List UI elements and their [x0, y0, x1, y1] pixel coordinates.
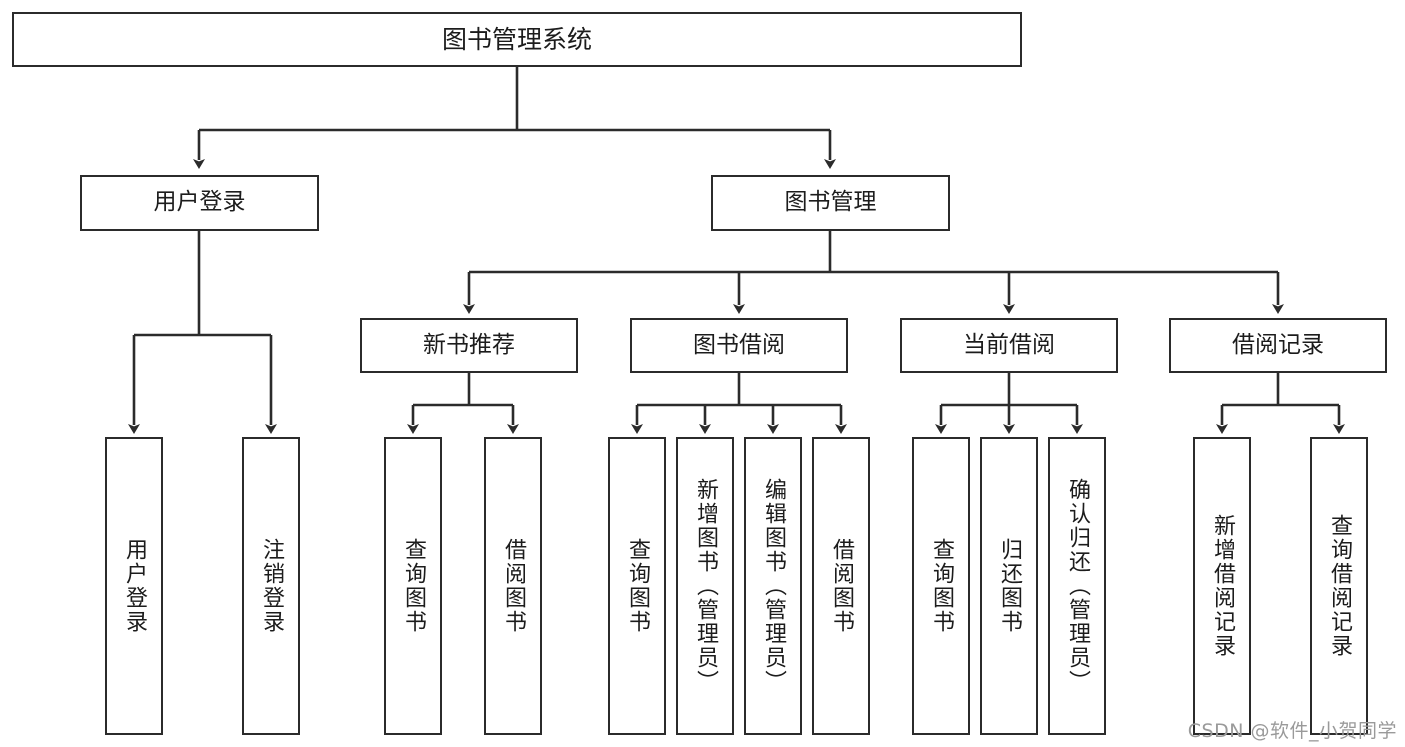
node-user-login-action-label: 用户登录: [121, 538, 147, 634]
node-br-add-record[interactable]: 新增借阅记录: [1193, 437, 1251, 735]
node-cb-return-book[interactable]: 归还图书: [980, 437, 1038, 735]
node-user-login-label: 用户登录: [153, 189, 246, 216]
node-bb-query-book[interactable]: 查询图书: [608, 437, 666, 735]
node-user-logout-action[interactable]: 注销登录: [242, 437, 300, 735]
node-new-book-recommend-label: 新书推荐: [423, 331, 515, 358]
node-bb-query-book-label: 查询图书: [624, 538, 650, 634]
node-cb-query-book-label: 查询图书: [928, 538, 954, 634]
node-bb-add-book-label: 新增图书（管理员）: [692, 478, 718, 694]
node-user-login[interactable]: 用户登录: [80, 175, 319, 231]
node-user-logout-action-label: 注销登录: [258, 538, 284, 634]
node-cb-confirm-return[interactable]: 确认归还（管理员）: [1048, 437, 1106, 735]
node-nbr-borrow-book[interactable]: 借阅图书: [484, 437, 542, 735]
node-bb-add-book[interactable]: 新增图书（管理员）: [676, 437, 734, 735]
node-cb-confirm-return-label: 确认归还（管理员）: [1064, 478, 1090, 694]
node-root[interactable]: 图书管理系统: [12, 12, 1022, 67]
node-br-query-record[interactable]: 查询借阅记录: [1310, 437, 1368, 735]
node-user-login-action[interactable]: 用户登录: [105, 437, 163, 735]
node-new-book-recommend[interactable]: 新书推荐: [360, 318, 578, 373]
node-bb-edit-book[interactable]: 编辑图书（管理员）: [744, 437, 802, 735]
node-cb-query-book[interactable]: 查询图书: [912, 437, 970, 735]
node-book-management[interactable]: 图书管理: [711, 175, 950, 231]
node-nbr-borrow-book-label: 借阅图书: [500, 538, 526, 634]
node-current-borrow[interactable]: 当前借阅: [900, 318, 1118, 373]
node-cb-return-book-label: 归还图书: [996, 538, 1022, 634]
node-root-label: 图书管理系统: [441, 24, 592, 54]
watermark-text: CSDN @软件_小贺同学: [1187, 720, 1397, 742]
node-book-borrow-label: 图书借阅: [693, 331, 785, 358]
node-bb-borrow-book-label: 借阅图书: [828, 538, 854, 634]
node-borrow-records-label: 借阅记录: [1232, 331, 1324, 358]
node-nbr-query-book[interactable]: 查询图书: [384, 437, 442, 735]
node-current-borrow-label: 当前借阅: [963, 331, 1055, 358]
node-bb-borrow-book[interactable]: 借阅图书: [812, 437, 870, 735]
node-br-add-record-label: 新增借阅记录: [1209, 514, 1235, 658]
node-book-borrow[interactable]: 图书借阅: [630, 318, 848, 373]
node-br-query-record-label: 查询借阅记录: [1326, 514, 1352, 658]
node-book-management-label: 图书管理: [784, 189, 877, 216]
node-bb-edit-book-label: 编辑图书（管理员）: [760, 478, 786, 694]
node-borrow-records[interactable]: 借阅记录: [1169, 318, 1387, 373]
node-nbr-query-book-label: 查询图书: [400, 538, 426, 634]
